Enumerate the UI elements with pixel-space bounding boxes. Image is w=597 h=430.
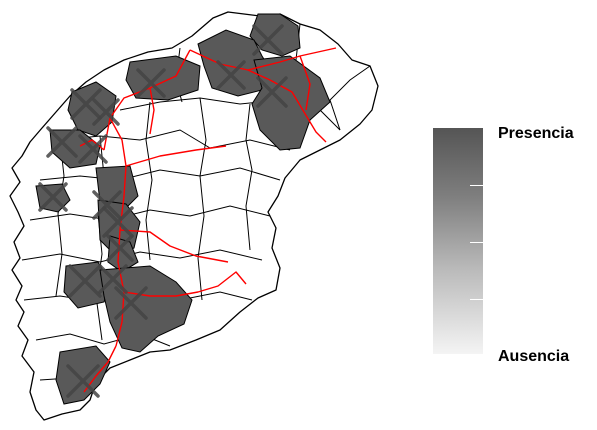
marker-12 [106, 234, 134, 262]
legend-color-ramp [433, 128, 483, 354]
legend-tick [470, 185, 483, 186]
marker-10 [92, 190, 122, 220]
legend-tick [470, 242, 483, 243]
marker-3 [256, 76, 288, 108]
presence-area-s-2 [55, 345, 111, 405]
marker-1 [252, 24, 284, 56]
routes [79, 47, 337, 393]
marker-2 [216, 60, 246, 90]
legend-tick [470, 299, 483, 300]
marker-6 [92, 98, 120, 126]
marker-5 [70, 88, 102, 120]
marker-9 [38, 182, 68, 212]
marker-4 [136, 68, 166, 98]
legend-label-absence: Ausencia [498, 348, 570, 365]
occurrence-markers [38, 24, 288, 398]
marker-7 [46, 126, 78, 158]
presence-area-ne-3 [251, 55, 331, 151]
marker-16 [66, 364, 100, 398]
marker-11 [102, 206, 134, 238]
legend-label-presence: Presencia [498, 125, 574, 142]
marker-14 [98, 264, 128, 294]
marker-15 [114, 286, 148, 320]
marker-13 [68, 264, 102, 298]
marker-8 [78, 134, 108, 164]
